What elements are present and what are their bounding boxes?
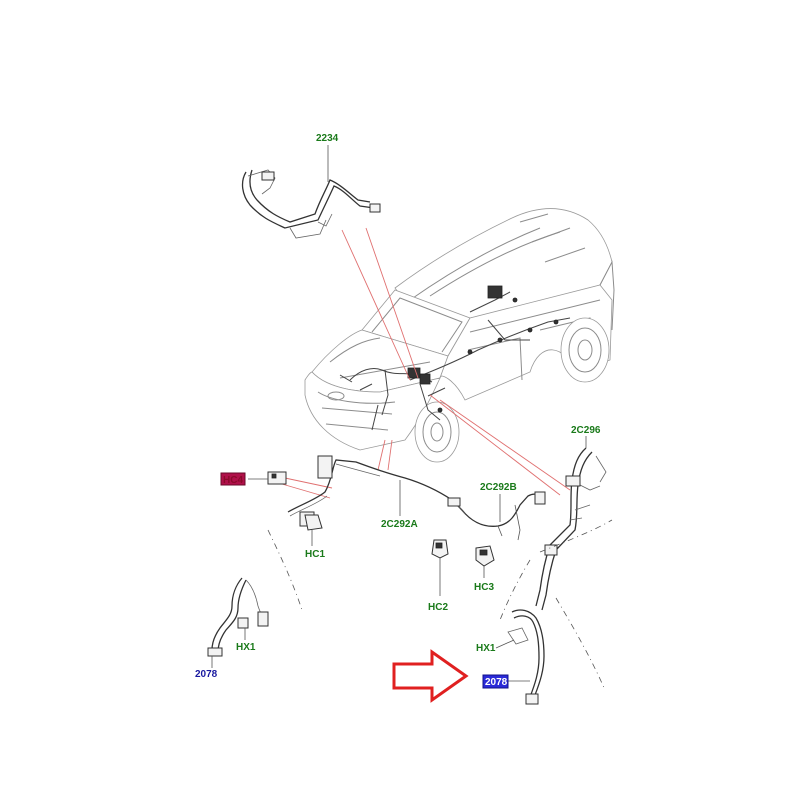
harness-2c292 — [248, 455, 546, 546]
callout-2078-right[interactable]: 2078 — [485, 677, 508, 688]
vehicle-harness — [339, 285, 571, 431]
red-arrow-icon — [392, 649, 469, 703]
callout-hc-highlight — [220, 472, 246, 486]
callout-hc1[interactable]: HC1 — [305, 549, 325, 560]
callout-hc2[interactable]: HC2 — [428, 602, 448, 613]
callout-hx1-left[interactable]: HX1 — [236, 642, 256, 653]
detail-leader-lines — [281, 227, 571, 499]
brake-hose-right-2078 — [495, 559, 606, 705]
callout-hx1-right[interactable]: HX1 — [476, 643, 496, 654]
callout-2078-highlight — [482, 674, 509, 689]
vehicle-outline — [304, 208, 615, 463]
sensor-hc3 — [475, 545, 495, 578]
sensor-hc2 — [431, 539, 449, 596]
callout-2234[interactable]: 2234 — [316, 133, 339, 144]
brake-hose-left-2078 — [207, 529, 303, 668]
callout-2c292a[interactable]: 2C292A — [381, 519, 418, 530]
callout-hc3[interactable]: HC3 — [474, 582, 494, 593]
harness-2c296 — [535, 436, 613, 611]
callout-2c292b[interactable]: 2C292B — [480, 482, 517, 493]
callout-2c296[interactable]: 2C296 — [571, 425, 601, 436]
callout-2078-left[interactable]: 2078 — [195, 669, 218, 680]
pipe-assembly-2234 — [241, 145, 381, 239]
callout-hc-left[interactable]: HC4 — [223, 475, 243, 486]
